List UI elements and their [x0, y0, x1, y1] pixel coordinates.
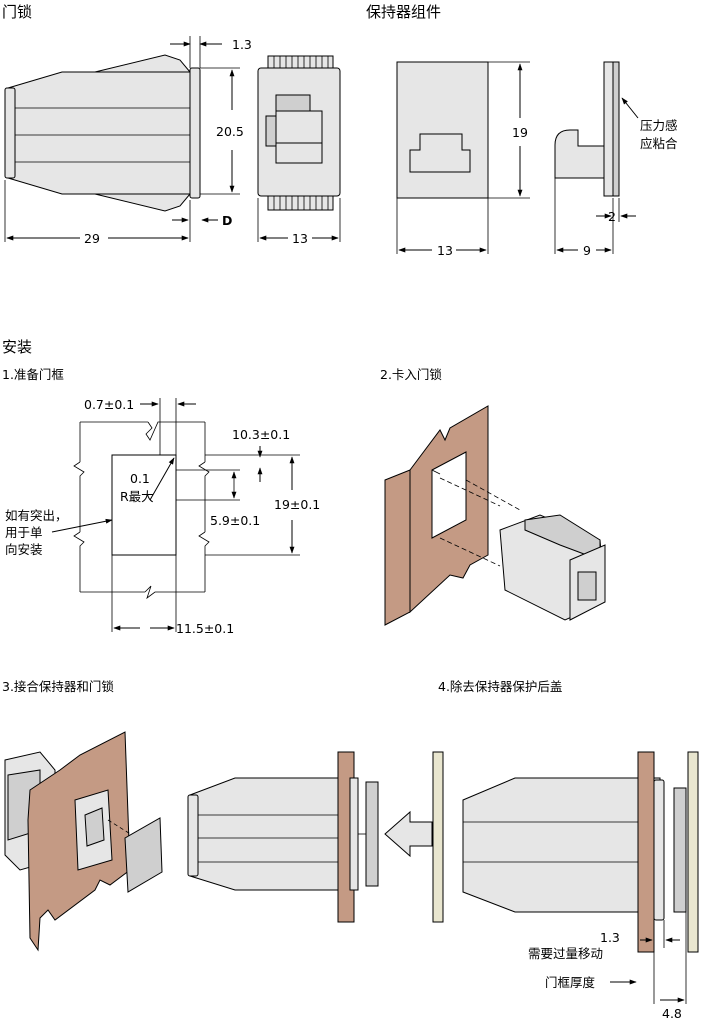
- step4-dim-1-3: 1.3: [600, 930, 620, 945]
- latch-dim-20-5: 20.5: [216, 124, 244, 139]
- frame-dim-0-1: 0.1: [130, 471, 150, 486]
- latch-dim-29: 29: [84, 231, 100, 246]
- latch-dim-1-3: 1.3: [232, 37, 252, 52]
- protrusion-note-line1: 如有突出，: [5, 508, 68, 523]
- holder-front-view: [396, 61, 489, 199]
- holder-dim-9: 9: [583, 243, 591, 258]
- step-2-title: 2.卡入门锁: [380, 367, 442, 382]
- latch-dim-13: 13: [292, 231, 308, 246]
- protrusion-note-line3: 向安装: [5, 542, 43, 557]
- step4-frame-thickness-label: 门框厚度: [545, 975, 596, 990]
- frame-cutout-drawing: [51, 398, 300, 632]
- latch-front-dimension: [257, 198, 341, 242]
- holder-dimension-lines: [396, 61, 639, 254]
- center-latch-assembly: [187, 751, 444, 923]
- holder-side-view: [554, 61, 620, 197]
- step-3-title: 3.接合保持器和门锁: [2, 679, 114, 694]
- latch-side-view: [4, 54, 201, 212]
- step-3-illustration: [4, 731, 163, 952]
- installation-title: 安装: [2, 338, 32, 356]
- step-4-dimension-lines: [610, 912, 687, 1004]
- frame-dim-0-7: 0.7±0.1: [84, 397, 134, 412]
- step4-overtravel-label: 需要过量移动: [528, 946, 603, 961]
- frame-dim-5-9: 5.9±0.1: [210, 513, 260, 528]
- adhesive-note-line1: 压力感: [640, 118, 678, 133]
- holder-dim-13: 13: [437, 243, 453, 258]
- holder-dim-2: 2: [608, 209, 616, 224]
- step-4-illustration: [462, 751, 699, 953]
- frame-dim-10-3: 10.3±0.1: [232, 427, 290, 442]
- step-1-title: 1.准备门框: [2, 367, 64, 382]
- holder-assembly-title: 保持器组件: [366, 3, 441, 21]
- latch-dim-d: D: [222, 213, 232, 228]
- step4-dim-4-8: 4.8: [662, 1006, 682, 1021]
- protrusion-note-line2: 用于单: [5, 525, 43, 540]
- step-4-title: 4.除去保持器保护后盖: [438, 679, 562, 694]
- door-latch-title: 门锁: [2, 3, 32, 21]
- latch-front-view: [257, 55, 341, 211]
- frame-dim-19: 19±0.1: [274, 497, 320, 512]
- latch-dimension-lines: [4, 36, 240, 242]
- frame-dim-11-5: 11.5±0.1: [176, 621, 234, 636]
- step-2-illustration: [384, 405, 606, 626]
- frame-dim-r-max: R最大: [120, 489, 154, 504]
- holder-dim-19: 19: [512, 125, 528, 140]
- adhesive-note-line2: 应粘合: [640, 136, 678, 151]
